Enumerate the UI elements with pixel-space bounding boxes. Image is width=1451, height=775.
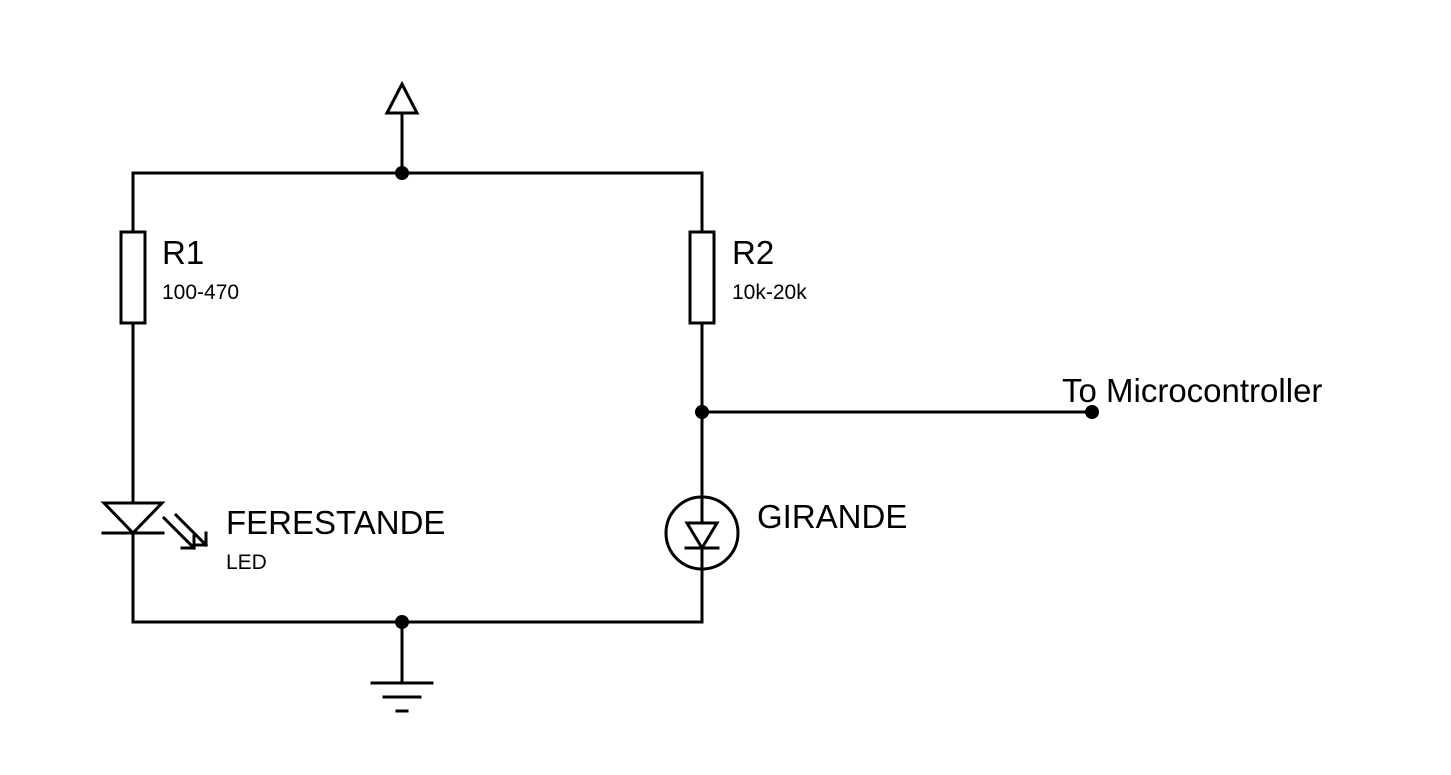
resistor-r1-icon <box>119 230 147 325</box>
output-terminal-dot <box>1085 405 1099 419</box>
led-transmitter-icon <box>100 501 209 551</box>
r1-value: 100-470 <box>162 281 239 304</box>
r2-label: R2 <box>732 234 774 271</box>
r2-value: 10k-20k <box>732 281 807 304</box>
transmitter-type: LED <box>226 551 267 574</box>
ground-icon <box>370 620 434 713</box>
resistor-r2-icon <box>688 230 716 325</box>
receiver-label: GIRANDE <box>757 498 907 535</box>
transmitter-label: FERESTANDE <box>226 504 445 541</box>
photodiode-receiver-icon <box>664 495 740 571</box>
top-junction-dot <box>395 166 409 180</box>
supply-arrow-icon <box>384 80 420 175</box>
output-label: To Microcontroller <box>1062 372 1322 409</box>
r1-label: R1 <box>162 234 204 271</box>
